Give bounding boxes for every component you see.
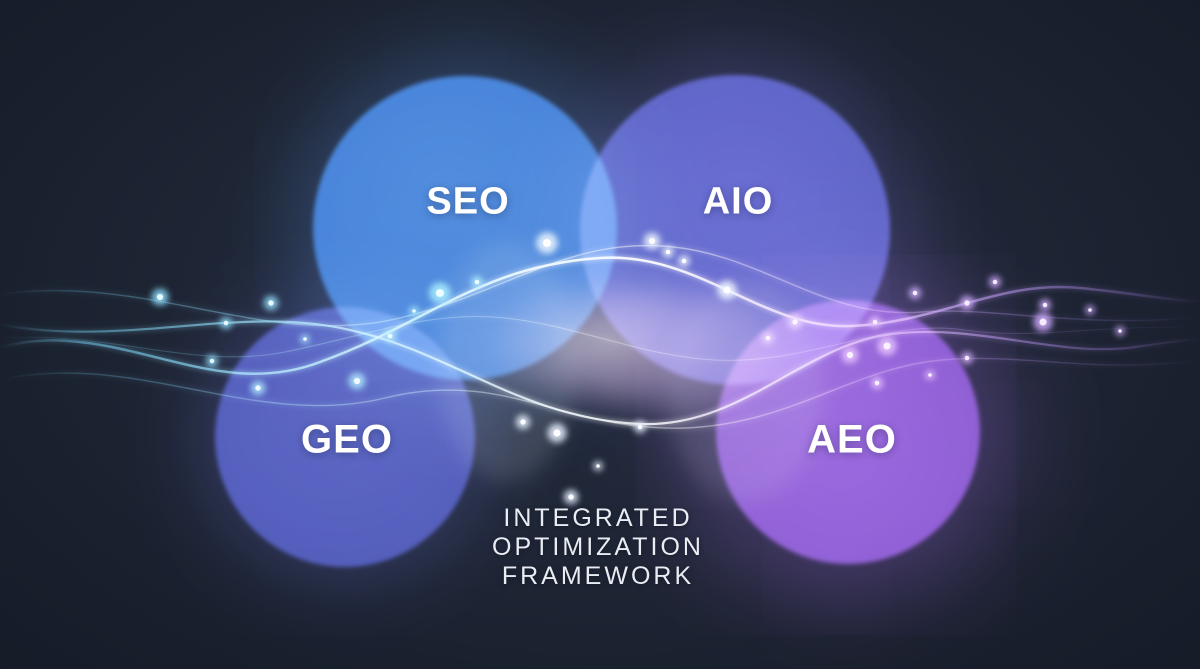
label-aeo: AEO (807, 417, 897, 462)
wave-strands (0, 244, 1200, 429)
wave-strand-4 (0, 357, 1200, 429)
framework-caption: INTEGRATED OPTIMIZATION FRAMEWORK (492, 504, 704, 591)
center-lens-pink-tint (560, 290, 780, 410)
circle-geo (215, 307, 475, 567)
caption-line-2: OPTIMIZATION (492, 533, 704, 561)
label-seo: SEO (426, 180, 510, 223)
label-geo: GEO (301, 417, 393, 462)
wave-strand-1 (0, 256, 1200, 375)
caption-line-3: FRAMEWORK (501, 562, 695, 590)
label-aio: AIO (702, 180, 774, 223)
wave-strand-2 (0, 320, 1200, 426)
caption-line-1: INTEGRATED (503, 504, 693, 532)
particles-layer (151, 232, 1125, 505)
wave-strand-5 (0, 315, 1200, 361)
